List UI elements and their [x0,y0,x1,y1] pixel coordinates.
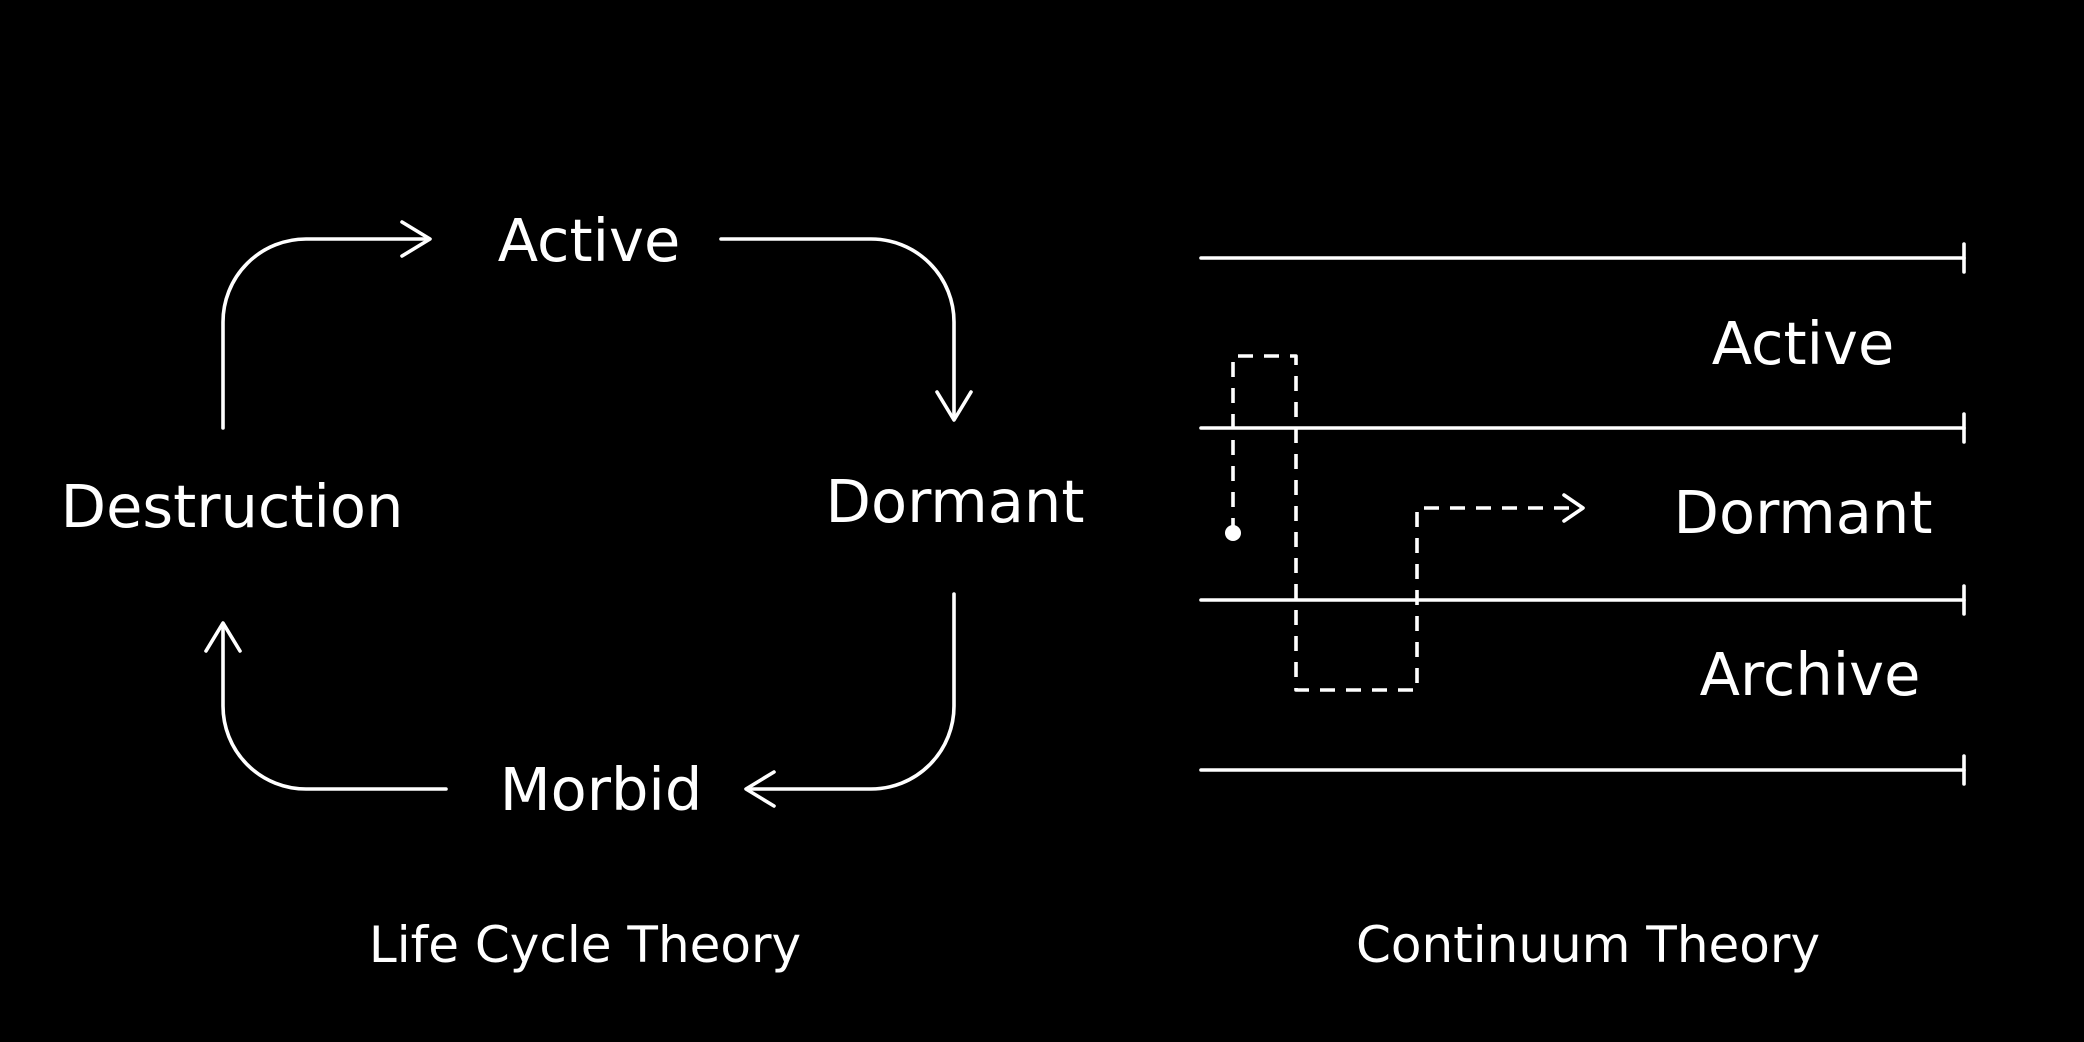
band-archive: Archive [1700,640,1921,709]
continuum-caption: Continuum Theory [1356,916,1820,974]
band-dormant: Dormant [1674,478,1933,547]
life-cycle-caption: Life Cycle Theory [369,916,801,974]
stage-morbid: Morbid [500,755,703,824]
stage-active: Active [498,206,681,275]
record-path-arrowhead-icon [1562,493,1585,523]
arrowhead-right-icon [400,220,432,258]
timeline-line-2 [1199,412,1966,444]
arrow-dormant-to-morbid [746,592,956,791]
arrowhead-left-icon [744,770,776,808]
stage-dormant: Dormant [826,467,1085,536]
timeline-line-3 [1199,584,1966,616]
arrow-active-to-dormant [719,237,956,420]
arrow-destruction-to-active [221,237,430,430]
band-active: Active [1712,309,1895,378]
arrowhead-up-icon [204,621,242,653]
arrowhead-down-icon [935,390,973,422]
record-path [1231,354,1580,692]
life-cycle-diagram: Active Dormant Morbid Destruction Life C… [61,206,1085,974]
timeline-line-1 [1199,242,1966,274]
continuum-diagram: Active Dormant Archive Continuum Theory [1199,242,1966,974]
arrow-morbid-to-destruction [221,623,448,791]
timeline-line-4 [1199,754,1966,786]
stage-destruction: Destruction [61,472,404,541]
